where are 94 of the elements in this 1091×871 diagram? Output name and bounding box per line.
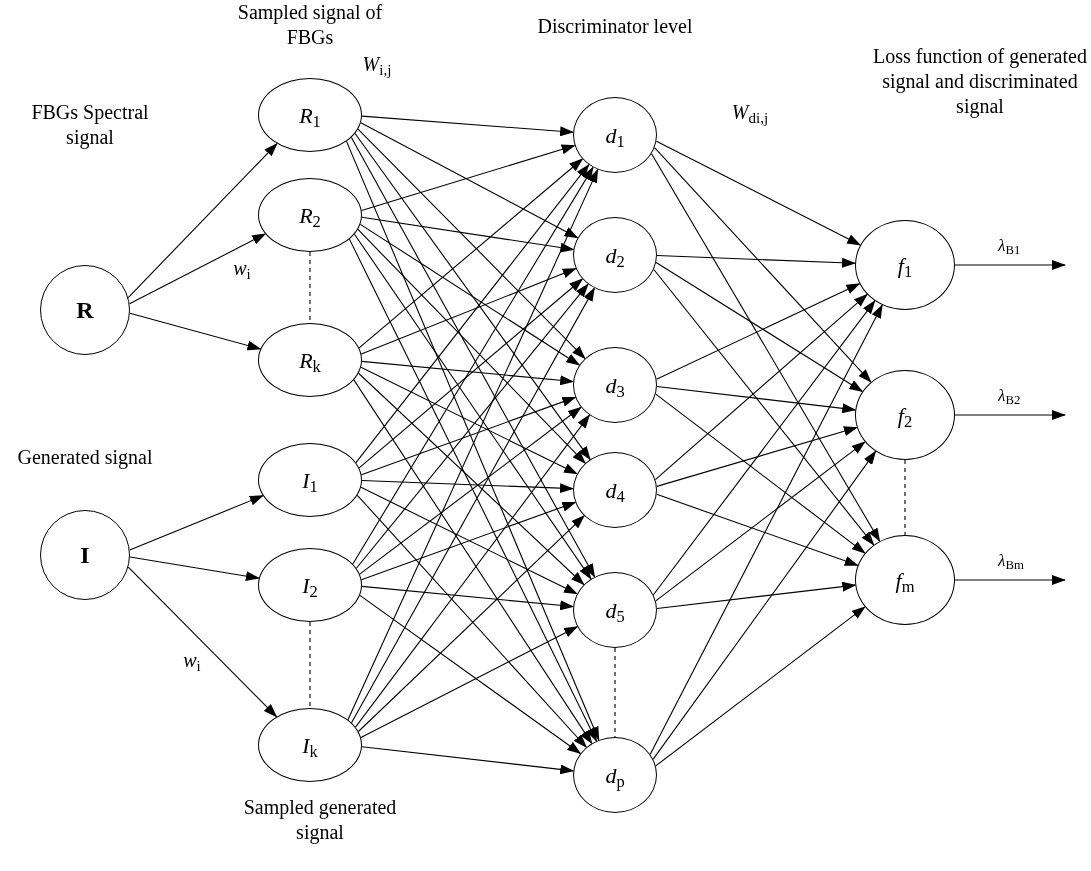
node-label: f$_{m}$: [895, 566, 915, 597]
neuron-circle: [573, 347, 657, 423]
arrow: [655, 140, 862, 246]
node-label: R$_{k}$: [299, 346, 321, 377]
arrow: [360, 396, 577, 476]
arrow: [954, 575, 1066, 585]
arrow: [127, 566, 278, 718]
arrow: [652, 300, 876, 596]
arrow: [651, 153, 881, 543]
node-label: d$_{1}$: [605, 121, 625, 152]
arrow: [357, 228, 586, 464]
node-label: I$_{1}$: [302, 466, 318, 497]
node-label: I$_{k}$: [302, 731, 318, 762]
arrow: [655, 283, 861, 380]
node-label: f$_{1}$: [897, 251, 913, 282]
neuron-circle: [573, 572, 657, 648]
arrow: [656, 493, 859, 566]
arrow: [655, 441, 866, 602]
arrow: [353, 233, 592, 580]
arrow: [360, 501, 577, 581]
arrow: [357, 515, 585, 733]
arrow: [359, 406, 582, 575]
arrow: [361, 216, 575, 253]
neuron-circle: [573, 737, 657, 813]
annotation-text: Discriminator level: [536, 14, 694, 39]
node-label: d$_{p}$: [605, 761, 625, 792]
arrow: [656, 254, 857, 268]
arrow: [361, 144, 576, 212]
arrow: [361, 585, 575, 611]
annotation-text: w$_{i}$: [232, 256, 252, 281]
arrow: [360, 267, 577, 355]
arrow: [354, 414, 591, 728]
arrow: [129, 233, 267, 305]
annotation-text: Generated signal: [16, 445, 154, 470]
node-label: d$_{5}$: [605, 596, 625, 627]
edge-label: λ$_{B1}$: [998, 237, 1021, 254]
arrow: [358, 372, 585, 586]
annotation-text: Sampled generated signal: [242, 795, 398, 845]
arrow: [654, 293, 868, 481]
arrow: [656, 426, 858, 487]
arrow: [360, 366, 578, 475]
node-label: R$_{2}$: [299, 201, 321, 232]
arrow: [361, 746, 575, 775]
edge-label: λ$_{Bm}$: [998, 552, 1024, 569]
arrow: [954, 260, 1066, 270]
arrow: [358, 158, 584, 349]
arrow: [360, 626, 579, 739]
neuron-circle: [855, 370, 955, 460]
arrow: [356, 494, 587, 748]
arrow: [355, 283, 589, 569]
annotation-text: w$_{i}$: [182, 648, 202, 673]
arrow: [129, 312, 262, 351]
arrow: [360, 486, 578, 595]
arrow: [359, 223, 581, 366]
arrow: [129, 495, 264, 551]
node-label: d$_{3}$: [605, 371, 625, 402]
neuron-circle: [573, 452, 657, 528]
node-label: d$_{4}$: [605, 476, 625, 507]
arrow: [653, 268, 875, 546]
arrow: [360, 122, 579, 239]
dashed-line: [309, 621, 311, 709]
arrow: [656, 385, 857, 414]
arrow: [361, 480, 575, 494]
arrow: [129, 556, 260, 581]
annotation-text: W$_{di,j}$: [730, 100, 770, 125]
annotation-text: W$_{i,j}$: [361, 52, 393, 77]
arrow: [361, 115, 575, 137]
node-label: I$_{2}$: [302, 571, 318, 602]
arrow: [358, 278, 584, 469]
arrow: [357, 128, 586, 360]
arrow: [361, 360, 575, 386]
arrow: [652, 450, 877, 760]
annotation-text: Loss function of generated signal and discriminated signal: [872, 44, 1088, 119]
arrow: [127, 142, 278, 299]
arrow: [649, 304, 883, 755]
node-label: d$_{2}$: [605, 241, 625, 272]
annotation-text: Sampled signal of FBGs: [236, 0, 384, 50]
arrow: [654, 147, 872, 383]
node-label: I: [80, 541, 90, 570]
arrow: [656, 581, 857, 610]
arrow: [655, 262, 864, 393]
edge-label: λ$_{B2}$: [998, 387, 1021, 404]
arrow: [954, 410, 1066, 420]
arrow: [353, 379, 593, 745]
neuron-circle: [573, 97, 657, 173]
node-label: R: [76, 296, 94, 325]
arrow: [359, 594, 582, 755]
arrow: [655, 393, 866, 554]
arrow: [655, 606, 866, 767]
annotation-text: FBGs Spectral signal: [30, 100, 150, 150]
node-label: R$_{1}$: [299, 101, 321, 132]
node-label: f$_{2}$: [897, 401, 913, 432]
neuron-circle: [573, 217, 657, 293]
dashed-line: [904, 459, 906, 536]
